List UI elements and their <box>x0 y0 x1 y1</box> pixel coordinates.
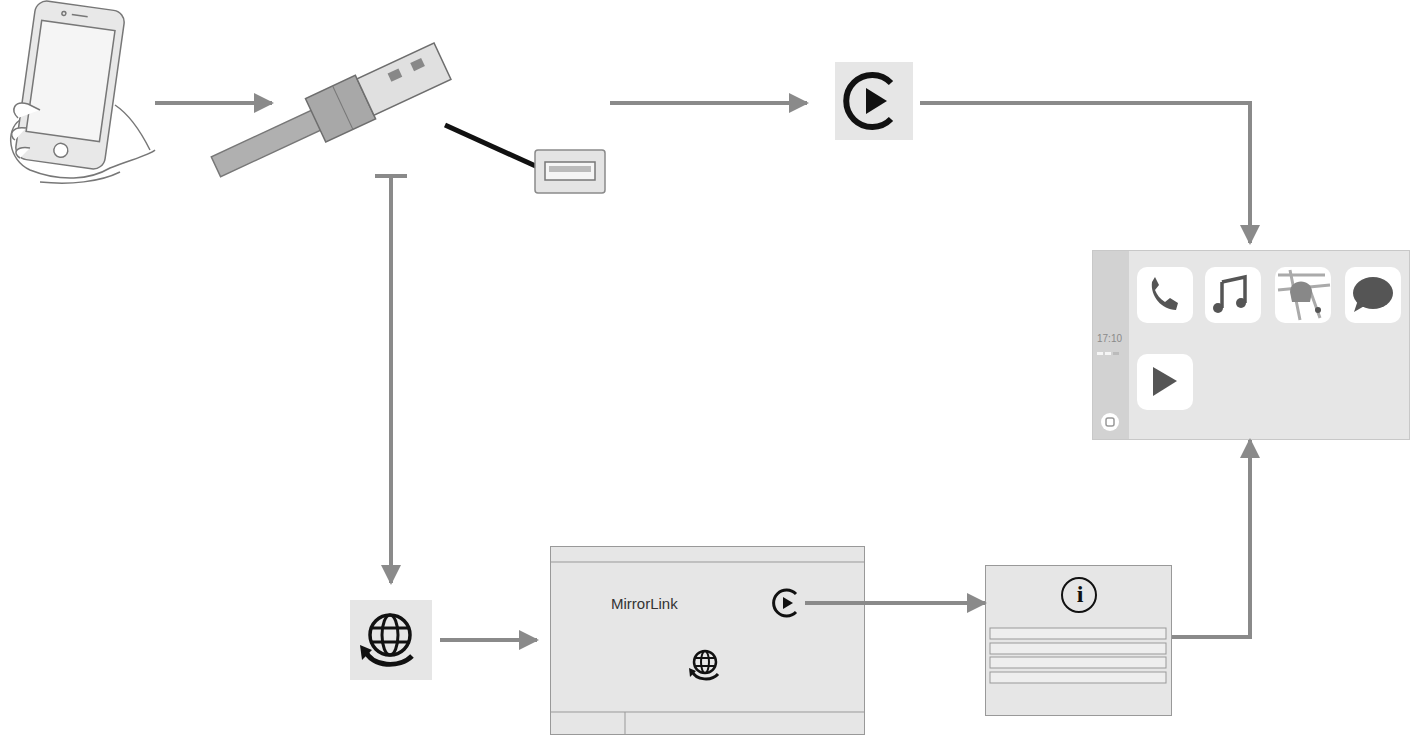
flow-arrow <box>610 101 807 105</box>
flow-connector <box>1172 440 1250 637</box>
info-screen-rows <box>990 578 1166 683</box>
flow-arrow <box>155 101 272 105</box>
screen-sidebar <box>1093 251 1129 439</box>
flow-arrow <box>440 638 537 642</box>
carplay-screen: 17:10 <box>1092 250 1410 440</box>
carplay-icon <box>835 62 913 140</box>
brand-logo: MirrorLink <box>611 595 678 612</box>
carplay-apps <box>1097 267 1401 431</box>
usb-plug <box>206 39 453 188</box>
info-symbol: i <box>1070 581 1090 608</box>
flow-connector <box>865 601 985 605</box>
usb-socket <box>535 150 605 193</box>
mirrorlink-screen: MirrorLink <box>550 546 865 735</box>
globe-icon <box>350 600 432 680</box>
info-screen: i <box>985 565 1172 716</box>
flow-arrow <box>389 176 393 583</box>
leader-line <box>445 125 540 168</box>
mirrorlink-screen-icons <box>550 562 866 735</box>
clock-label: 17:10 <box>1097 333 1122 344</box>
phone-illustration <box>11 0 155 183</box>
flow-arrow <box>920 103 1250 243</box>
